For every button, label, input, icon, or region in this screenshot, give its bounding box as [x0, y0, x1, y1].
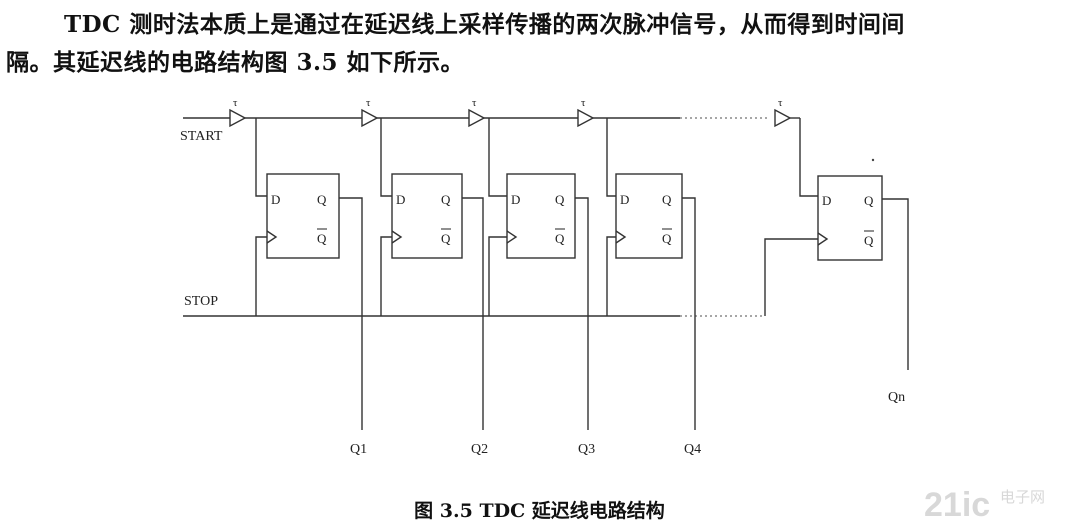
ffn-q-pin: Q	[864, 193, 874, 208]
ffn-d-pin: D	[822, 193, 831, 208]
delay-buffer-2	[361, 108, 379, 128]
body-paragraph: TDC 测时法本质上是通过在延迟线上采样传播的两次脉冲信号，从而得到时间间 隔。…	[6, 6, 1072, 82]
ffn-qbar-pin: Q	[864, 233, 874, 248]
delay-label-n: τ	[778, 97, 783, 109]
flipflop-2	[391, 173, 463, 259]
delay-label-4: τ	[581, 97, 586, 109]
delay-buffer-1	[229, 108, 247, 128]
output-q4-label: Q4	[684, 442, 701, 457]
start-label: START	[180, 129, 223, 144]
flipflop-3	[506, 173, 576, 259]
ff4-qbar-pin: Q	[662, 231, 672, 246]
ff2-q-pin: Q	[441, 192, 451, 207]
tdc-delay-line-circuit: START STOP τ τ τ τ τ D Q Q D Q Q D Q Q D…	[180, 97, 909, 457]
ff2-qbar-pin: Q	[441, 231, 451, 246]
ff3-qbar-pin: Q	[555, 231, 565, 246]
ff1-qbar-pin: Q	[317, 231, 327, 246]
site-watermark: 21ic 电子网	[924, 486, 1045, 524]
ff2-d-pin: D	[396, 192, 405, 207]
delay-label-3: τ	[472, 97, 477, 109]
flipflop-n	[817, 175, 883, 261]
ff4-d-pin: D	[620, 192, 629, 207]
stop-label: STOP	[184, 294, 218, 309]
flipflop-4	[615, 173, 683, 259]
output-qn-label: Qn	[888, 390, 905, 405]
ff3-q-pin: Q	[555, 192, 565, 207]
delay-label-2: τ	[366, 97, 371, 109]
paragraph-line-1: TDC 测时法本质上是通过在延迟线上采样传播的两次脉冲信号，从而得到时间间	[64, 11, 905, 38]
flipflop-1	[266, 173, 340, 259]
paragraph-line-2: 隔。其延迟线的电路结构图 3.5 如下所示。	[6, 49, 465, 76]
ff4-q-pin: Q	[662, 192, 672, 207]
ff3-d-pin: D	[511, 192, 520, 207]
delay-label-1: τ	[233, 97, 238, 109]
output-q2-label: Q2	[471, 442, 488, 457]
ff1-q-pin: Q	[317, 192, 327, 207]
watermark-logo-subtext: 电子网	[1000, 488, 1045, 506]
delay-buffer-3	[468, 108, 486, 128]
delay-buffer-4	[577, 108, 595, 128]
ff1-d-pin: D	[271, 192, 280, 207]
delay-buffer-n	[774, 108, 792, 128]
output-q1-label: Q1	[350, 442, 367, 457]
watermark-logo-text: 21ic	[924, 486, 990, 524]
output-q3-label: Q3	[578, 442, 595, 457]
figure-caption: 图 3.5 TDC 延迟线电路结构	[414, 500, 665, 522]
